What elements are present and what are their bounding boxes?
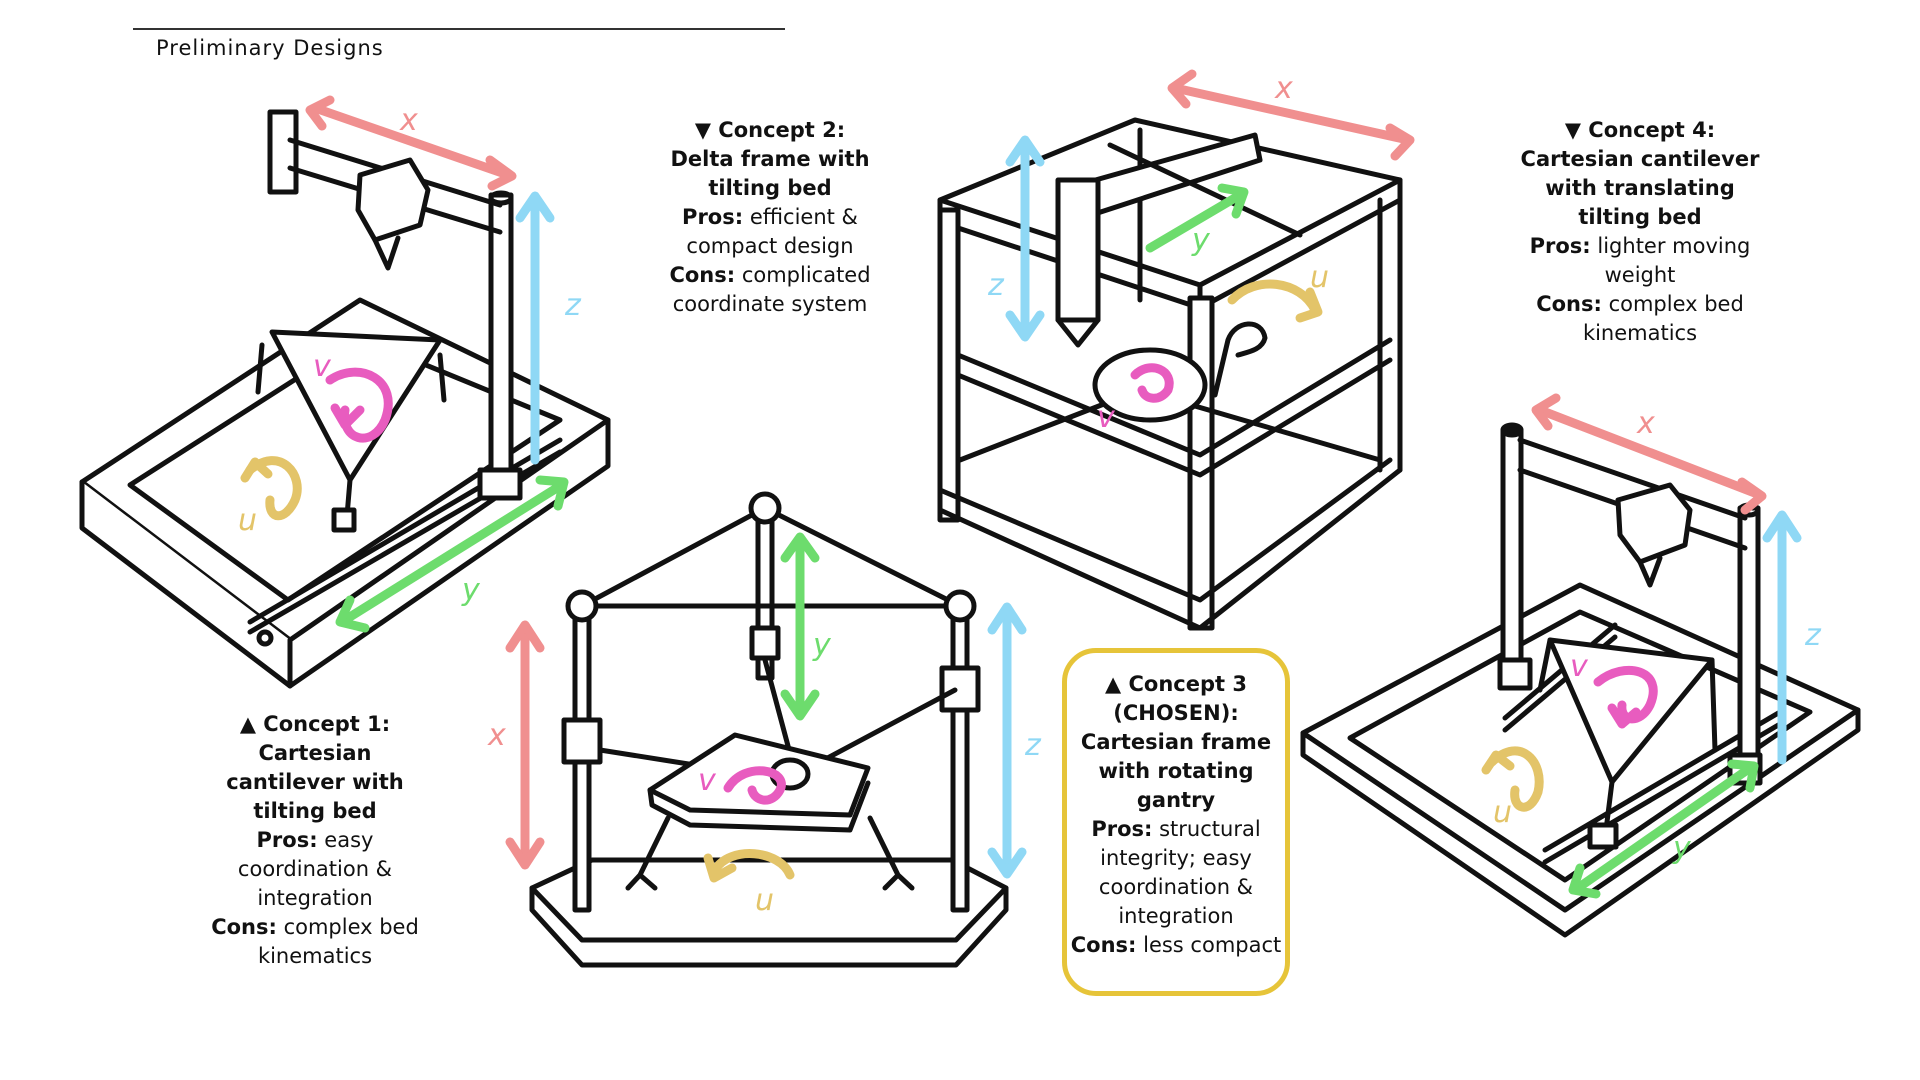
axis-label-v: v: [1097, 400, 1116, 435]
axis-label-z: z: [1804, 618, 1822, 653]
title-rule: [133, 28, 785, 30]
concept-heading-line2: (CHOSEN):: [1113, 701, 1239, 725]
pros-text: coordination &: [237, 857, 393, 881]
concept-1-axes: [240, 95, 569, 633]
pros-text: structural: [1159, 817, 1261, 841]
marker-up-icon: ▲: [239, 712, 256, 736]
concept-heading: Concept 4:: [1588, 118, 1716, 142]
page-title: Preliminary Designs: [156, 36, 384, 60]
concept-name-line: Cartesian: [258, 741, 372, 765]
marker-up-icon: ▲: [1105, 672, 1122, 696]
pros-text: efficient &: [749, 205, 858, 229]
concept-name-line: with translating: [1545, 176, 1735, 200]
cons-text: complicated: [741, 263, 871, 287]
axis-label-x: x: [487, 718, 506, 753]
pros-text: easy: [324, 828, 374, 852]
axis-label-y: y: [1672, 831, 1692, 866]
concept-name-line: Cartesian frame: [1080, 730, 1272, 754]
concept-2-axis-labels: x y z v u: [487, 628, 1042, 918]
concept-name-line: gantry: [1136, 788, 1216, 812]
concept-4-caption: ▼ Concept 4: Cartesian cantilever with t…: [1505, 116, 1775, 348]
cons-label: Cons:: [669, 263, 736, 287]
concept-1-caption: ▲ Concept 1: Cartesian cantilever with t…: [200, 710, 430, 971]
pros-text: compact design: [686, 234, 854, 258]
cons-text: kinematics: [257, 944, 373, 968]
axis-label-v: v: [313, 349, 332, 384]
cons-text: coordinate system: [672, 292, 868, 316]
chosen-highlight-box: [1062, 648, 1290, 996]
axis-label-u: u: [238, 503, 257, 538]
pros-label: Pros:: [682, 205, 744, 229]
axis-label-u: u: [755, 883, 774, 918]
concept-name-line: Delta frame with: [670, 147, 870, 171]
concept-3-axis-labels: x z y u v: [987, 71, 1329, 435]
cons-text: kinematics: [1582, 321, 1698, 345]
concept-4-axes: [1481, 393, 1802, 899]
cons-label: Cons:: [1070, 933, 1137, 957]
axis-label-u: u: [1310, 260, 1329, 295]
marker-down-icon: ▼: [694, 118, 711, 142]
cons-text: complex bed: [1608, 292, 1744, 316]
axis-label-y: y: [461, 573, 481, 608]
concept-1-sketch: [79, 109, 611, 689]
axis-label-z: z: [987, 268, 1005, 303]
concept-3-axes: [1005, 69, 1415, 403]
pros-label: Pros:: [256, 828, 318, 852]
axis-label-y: y: [812, 628, 832, 663]
pros-label: Pros:: [1091, 817, 1153, 841]
concept-3-sketch: [937, 117, 1403, 631]
axis-label-x: x: [1636, 406, 1655, 441]
axis-label-v: v: [1570, 649, 1589, 684]
concept-heading: Concept 1:: [263, 712, 391, 736]
axis-label-u: u: [1493, 795, 1512, 830]
pros-text: integration: [1118, 904, 1234, 928]
pros-text: integrity; easy: [1100, 846, 1252, 870]
concept-name-line: with rotating: [1098, 759, 1254, 783]
concept-name-line: Cartesian cantilever: [1520, 147, 1760, 171]
cons-text: complex bed: [283, 915, 419, 939]
marker-down-icon: ▼: [1564, 118, 1581, 142]
axis-label-y: y: [1191, 223, 1211, 258]
axis-label-v: v: [698, 763, 717, 798]
concept-name-line: cantilever with: [226, 770, 404, 794]
pros-label: Pros:: [1529, 234, 1591, 258]
axis-label-z: z: [1024, 728, 1042, 763]
concept-name-line: tilting bed: [708, 176, 832, 200]
concept-name-line: tilting bed: [253, 799, 377, 823]
cons-label: Cons:: [1536, 292, 1602, 316]
concept-heading: Concept 3: [1128, 672, 1247, 696]
axis-label-x: x: [1274, 71, 1293, 106]
axis-label-z: z: [564, 288, 582, 323]
axis-label-x: x: [399, 103, 418, 138]
concept-name-line: tilting bed: [1578, 205, 1702, 229]
cons-label: Cons:: [211, 915, 277, 939]
pros-text: weight: [1604, 263, 1676, 287]
concept-3-caption: ▲ Concept 3 (CHOSEN): Cartesian frame wi…: [1062, 670, 1290, 960]
concept-4-axis-labels: x z y v u: [1493, 406, 1822, 866]
concept-1-axis-labels: x z y v u: [238, 103, 582, 608]
concept-heading: Concept 2:: [718, 118, 846, 142]
pros-text: integration: [257, 886, 373, 910]
concept-2-axes: [505, 532, 1027, 883]
pros-text: lighter moving: [1597, 234, 1751, 258]
concept-2-caption: ▼ Concept 2: Delta frame with tilting be…: [650, 116, 890, 319]
pros-text: coordination &: [1098, 875, 1254, 899]
cons-text: less compact: [1143, 933, 1282, 957]
